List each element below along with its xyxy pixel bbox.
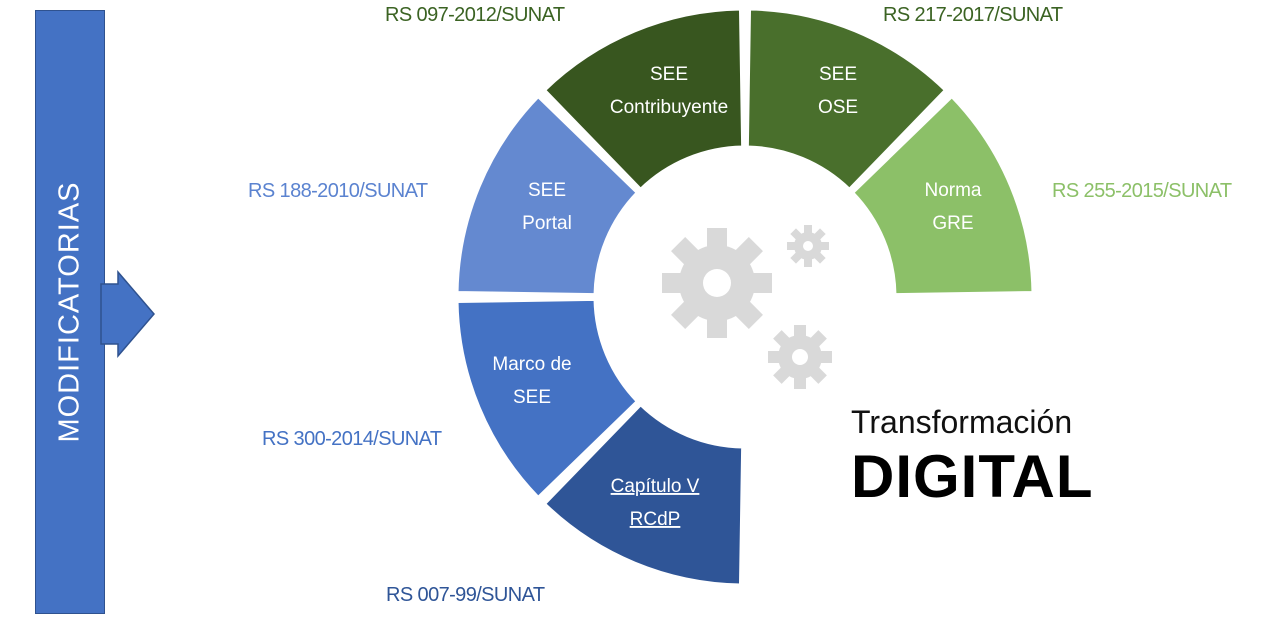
reference-portal: RS 188-2010/SUNAT	[248, 180, 428, 202]
segment-portal-line-2: Portal	[522, 213, 572, 234]
segment-ose-line-2: OSE	[818, 97, 858, 118]
segment-gre	[850, 94, 1035, 297]
reference-capitulo: RS 007-99/SUNAT	[386, 584, 545, 606]
segment-portal-line-1: SEE	[528, 180, 566, 201]
segment-contribuyente-line-1: SEE	[650, 64, 688, 85]
segment-marco-line-1: Marco de	[492, 354, 571, 375]
segment-marco-line-2: SEE	[513, 387, 551, 408]
title-digital: DIGITAL	[851, 443, 1094, 510]
segment-contribuyente-line-2: Contribuyente	[610, 97, 728, 118]
arrow-right-icon	[100, 270, 155, 359]
reference-ose: RS 217-2017/SUNAT	[883, 4, 1063, 26]
reference-contribuyente: RS 097-2012/SUNAT	[385, 4, 565, 26]
segment-gre-line-2: GRE	[932, 213, 973, 234]
reference-marco: RS 300-2014/SUNAT	[262, 428, 442, 450]
title-transformacion: Transformación	[851, 404, 1073, 440]
gears-icon	[662, 225, 832, 389]
reference-gre: RS 255-2015/SUNAT	[1052, 180, 1232, 202]
segment-ose-line-1: SEE	[819, 64, 857, 85]
segment-contribuyente	[542, 7, 745, 192]
segment-portal	[455, 94, 640, 297]
segment-capitulo-line-2: RCdP	[630, 509, 681, 530]
modificatorias-banner: MODIFICATORIAS	[35, 10, 105, 614]
segment-marco	[455, 297, 640, 500]
segment-capitulo	[542, 402, 745, 587]
segment-capitulo-line-1: Capítulo V	[611, 476, 700, 497]
segment-ose	[745, 7, 948, 192]
segment-gre-line-1: Norma	[924, 180, 981, 201]
